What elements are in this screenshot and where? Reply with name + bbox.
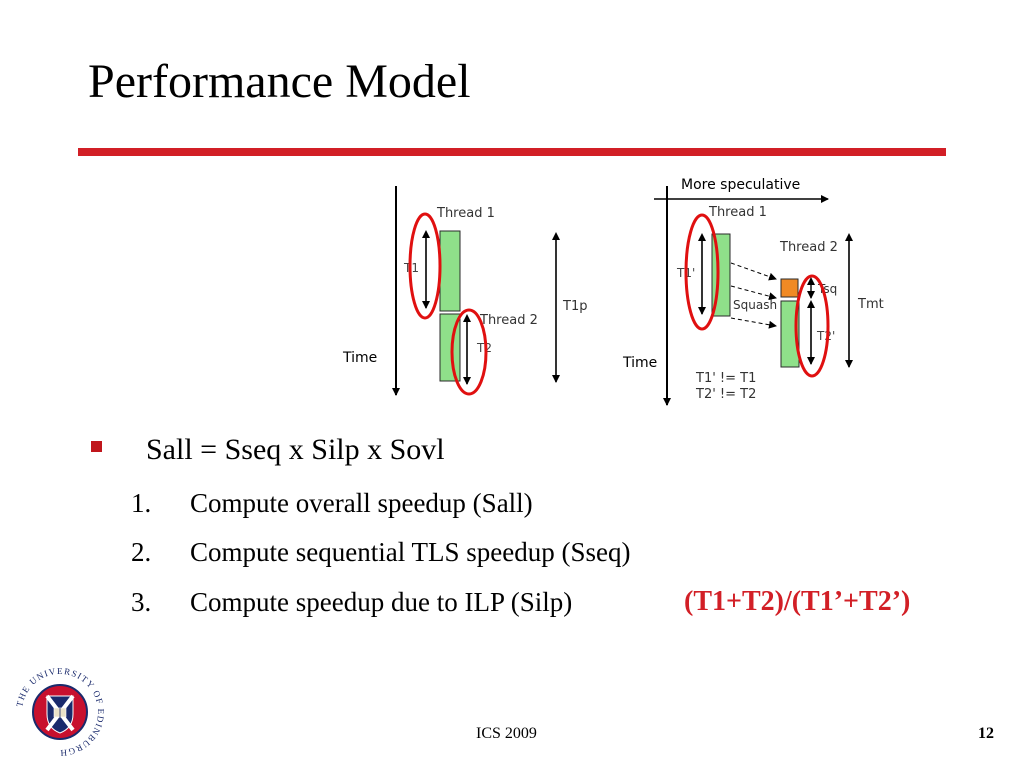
bullet-square-icon [91, 441, 102, 452]
t2-highlight-right [794, 274, 830, 378]
ilp-formula: (T1+T2)/(T1’+T2’) [684, 586, 911, 617]
squash-block [780, 278, 799, 298]
footer-conference: ICS 2009 [476, 725, 537, 742]
slide-title: Performance Model [88, 55, 471, 108]
thread2-block-right [780, 300, 800, 368]
list-text: Compute speedup due to ILP (Silp) [190, 587, 573, 617]
tmt-label: Tmt [857, 297, 884, 312]
thread2-label-right: Thread 2 [779, 240, 838, 255]
squash-label: Squash [733, 298, 777, 312]
performance-diagram: Time Thread 1 Thread 2 T1 T2 T1p More sp… [342, 177, 884, 406]
main-bullet: Sall = Sseq x Silp x Sovl [146, 433, 445, 466]
thread2-label-left: Thread 2 [479, 313, 538, 328]
list-number: 2. [131, 537, 152, 567]
speculative-label: More speculative [681, 177, 800, 193]
university-crest-logo: THE UNIVERSITY OF EDINBURGH [14, 666, 104, 758]
t1-highlight-left [408, 212, 442, 320]
t2-label-left: T2 [476, 341, 492, 355]
t1-highlight-right [684, 213, 720, 331]
t2-label-right: T2' [816, 329, 835, 343]
time-label-right: Time [622, 355, 657, 371]
note-t1: T1' != T1 [695, 371, 756, 386]
t1p-label: T1p [562, 299, 587, 314]
t2-highlight-left [450, 308, 488, 396]
time-label-left: Time [342, 350, 377, 366]
list-text: Compute sequential TLS speedup (Sseq) [190, 537, 631, 567]
title-divider [78, 148, 946, 156]
squash-arrow-3 [730, 317, 777, 329]
squash-arrow-2 [730, 285, 777, 301]
figure-left: Time Thread 1 Thread 2 T1 T2 T1p [342, 186, 587, 396]
list-text: Compute overall speedup (Sall) [190, 488, 533, 518]
thread1-block-left [439, 230, 461, 312]
figure-right: More speculative Time Thread 1 Thread 2 … [622, 177, 884, 406]
list-number: 1. [131, 488, 152, 518]
note-t2: T2' != T2 [695, 387, 756, 402]
squash-arrow-1 [730, 262, 777, 281]
page-number: 12 [978, 725, 994, 742]
thread1-label-left: Thread 1 [436, 206, 495, 221]
list-number: 3. [131, 587, 152, 617]
thread1-label-right: Thread 1 [708, 205, 767, 220]
